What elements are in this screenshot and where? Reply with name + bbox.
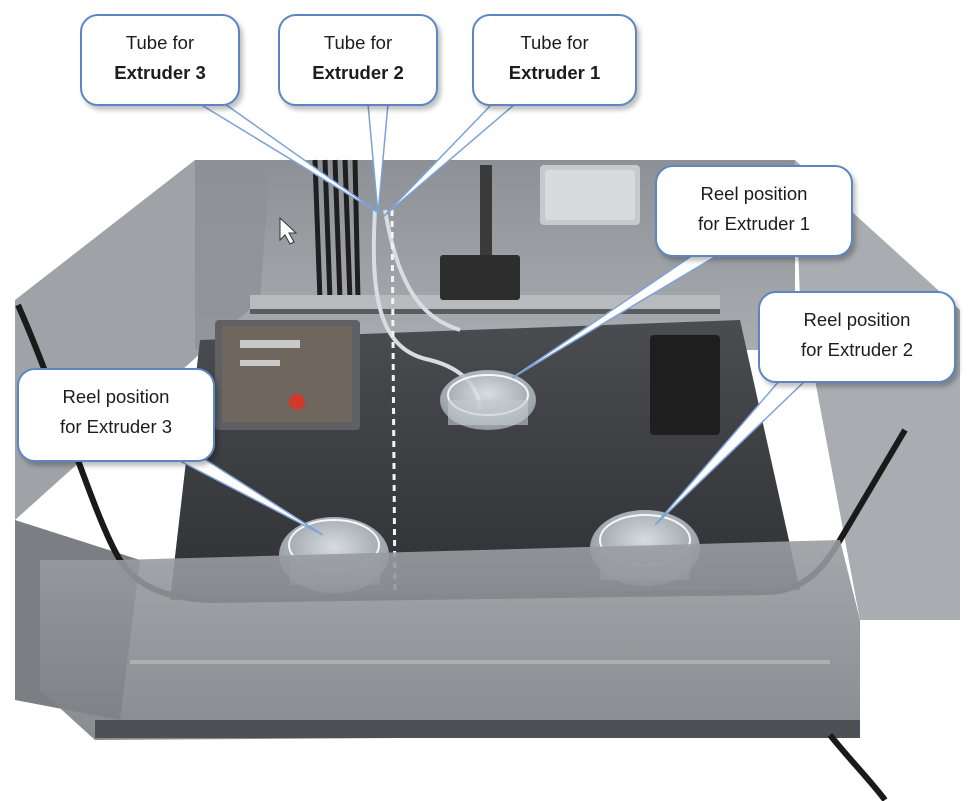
callout-tube3-line2: Extruder 3	[114, 62, 206, 83]
callout-reel3-line2: for Extruder 3	[59, 416, 173, 437]
power-cable	[827, 733, 888, 801]
callout-reel3-line1: Reel position	[62, 386, 170, 407]
callout-tube2-line2: Extruder 2	[312, 62, 404, 83]
callout-tube-extruder-1: Tube for Extruder 1	[472, 14, 637, 106]
callout-tube3-line1: Tube for	[125, 32, 195, 53]
callout-tube-extruder-3: Tube for Extruder 3	[80, 14, 240, 106]
callout-pointers	[177, 103, 808, 536]
callout-tube-extruder-2: Tube for Extruder 2	[278, 14, 438, 106]
callout-tube1-line1: Tube for	[520, 32, 589, 53]
callout-tube1-line2: Extruder 1	[508, 62, 601, 83]
callout-reel-extruder-1: Reel position for Extruder 1	[655, 165, 853, 257]
callout-tube2-line1: Tube for	[323, 32, 393, 53]
callout-reel2-line1: Reel position	[803, 309, 911, 330]
cursor-icon	[279, 216, 298, 245]
callout-reel1-line1: Reel position	[700, 183, 808, 204]
controller-board	[215, 320, 360, 430]
reel-extruder-1	[440, 370, 536, 430]
enclosure-front-base	[40, 540, 860, 740]
gantry-rail	[250, 165, 720, 314]
callout-reel-extruder-3: Reel position for Extruder 3	[17, 368, 215, 462]
callout-reel2-line2: for Extruder 2	[800, 339, 914, 360]
callout-reel1-line2: for Extruder 1	[697, 213, 811, 234]
callout-reel-extruder-2: Reel position for Extruder 2	[758, 291, 956, 383]
